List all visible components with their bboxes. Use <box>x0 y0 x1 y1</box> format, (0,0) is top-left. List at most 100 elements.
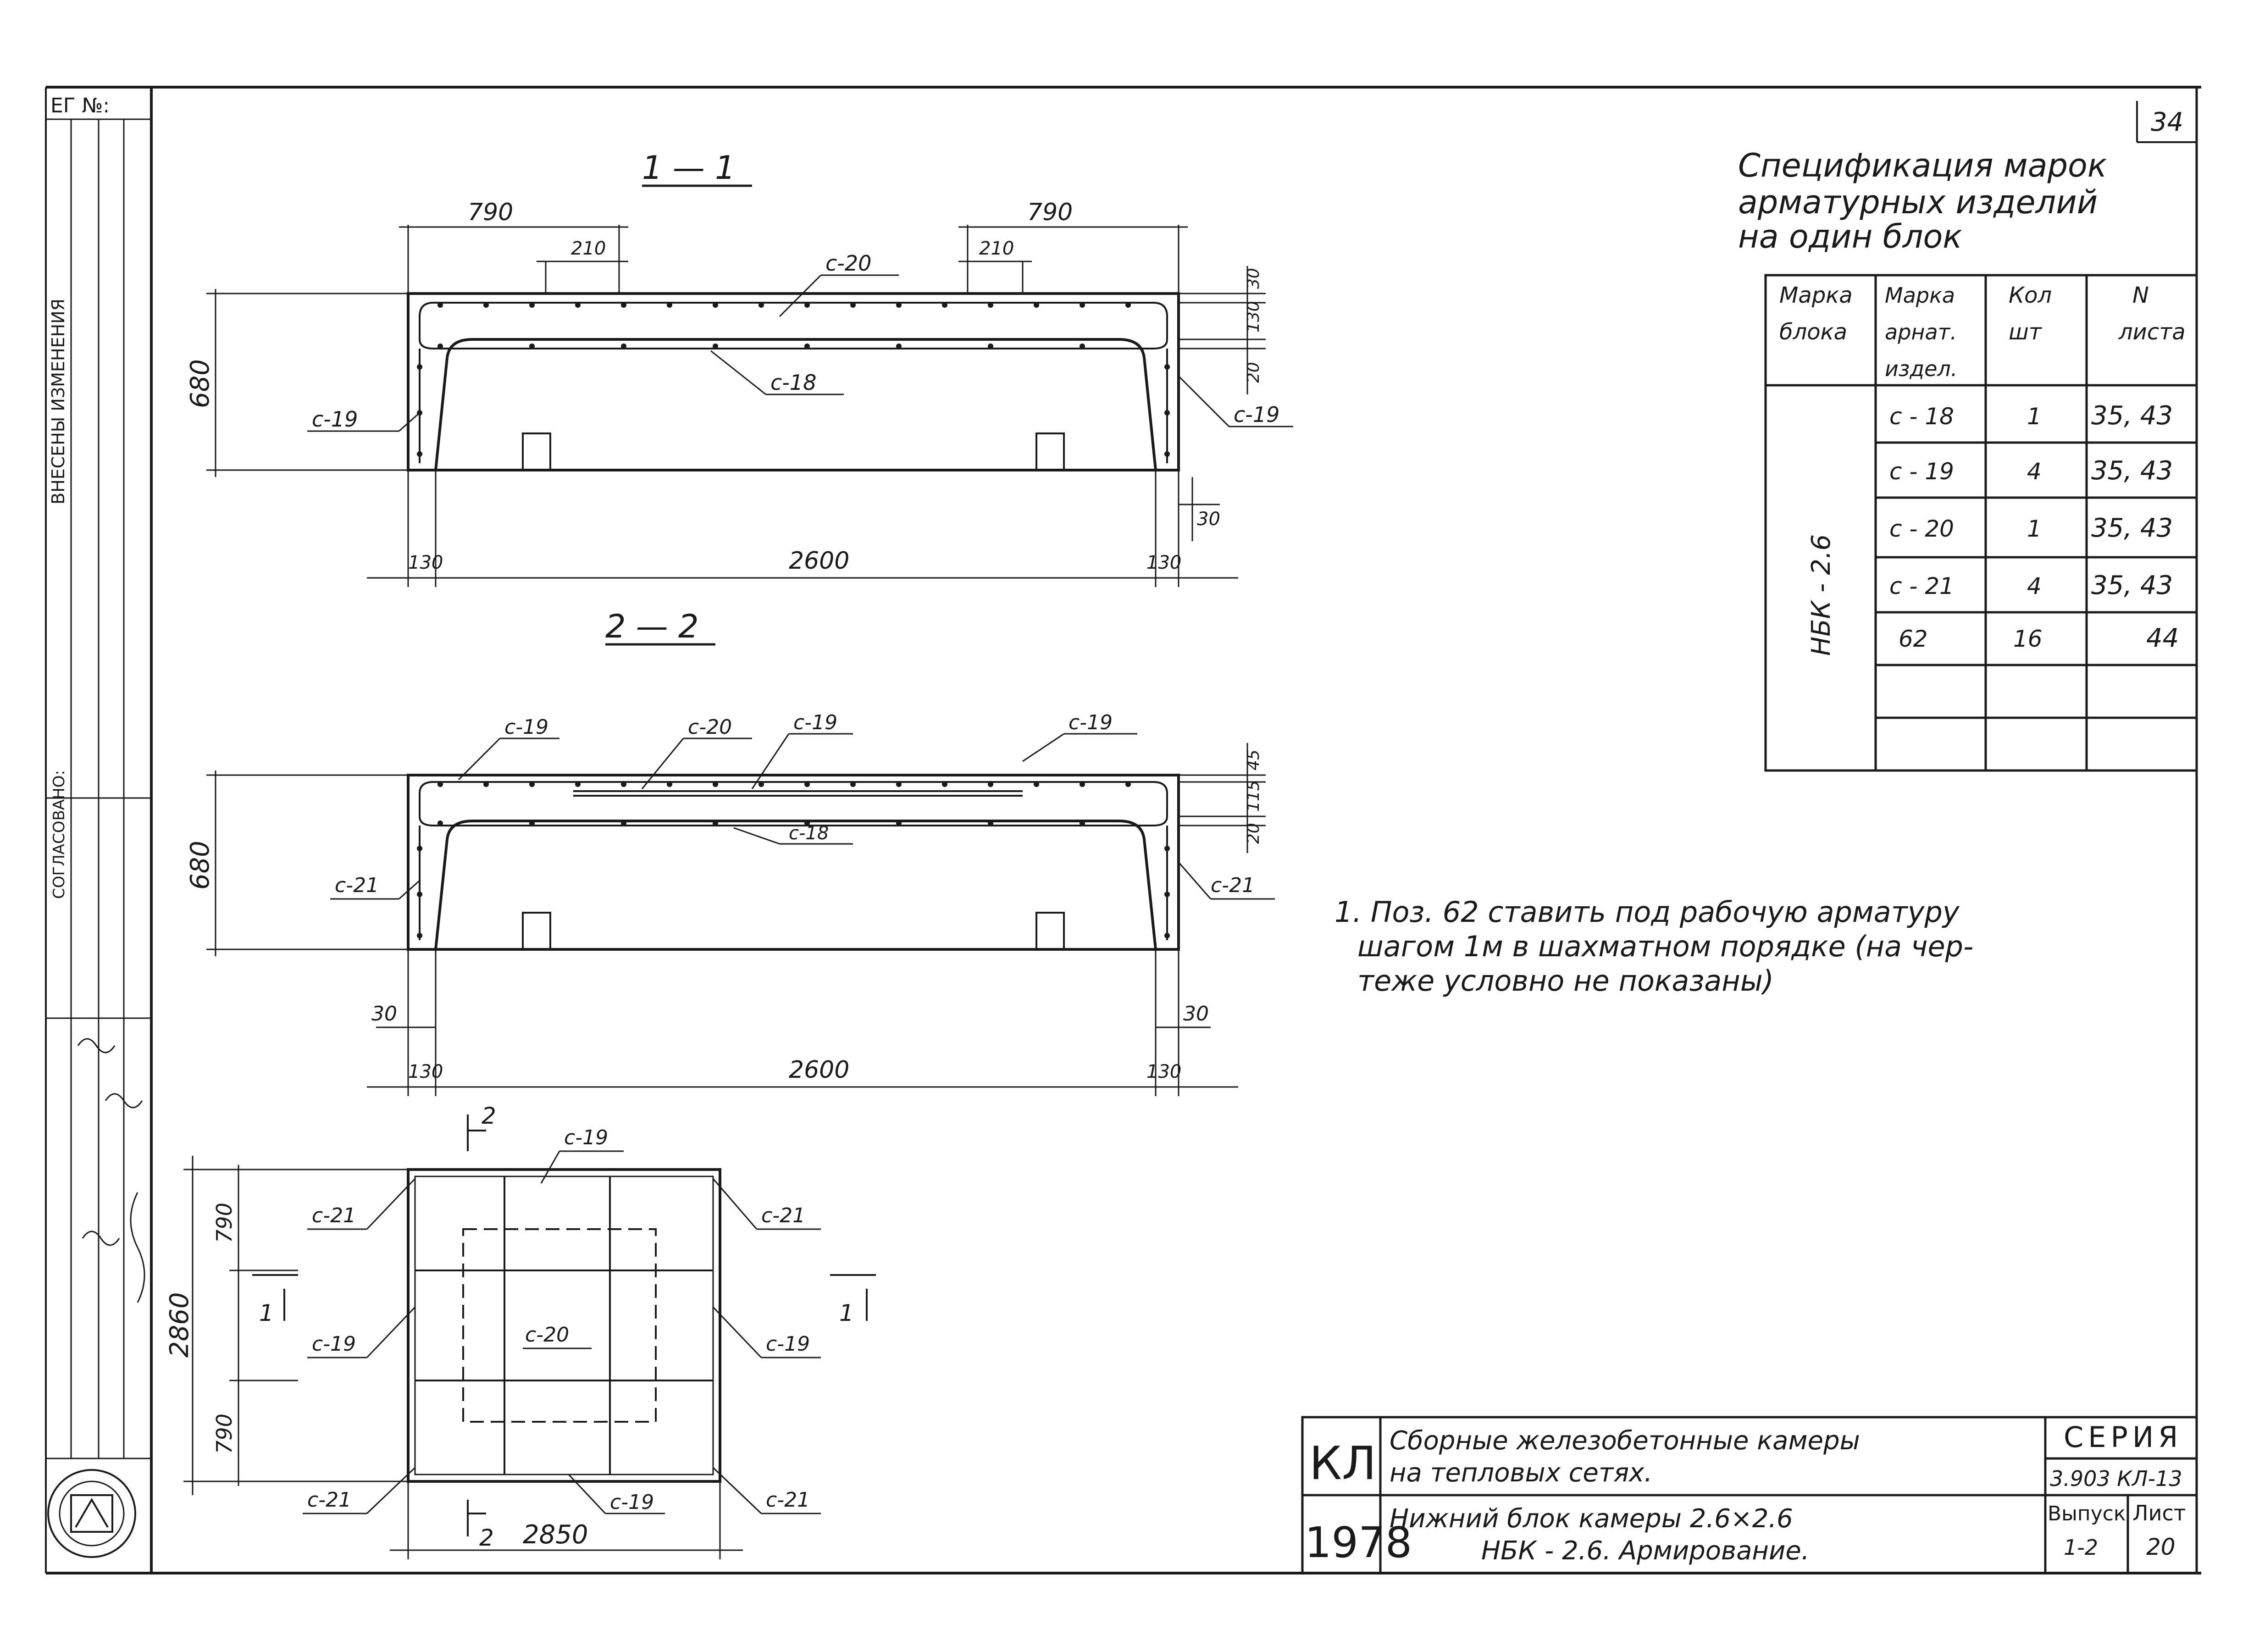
section-1-1-bar-dots <box>417 302 1170 457</box>
dim-30-top: 30 <box>1244 268 1263 289</box>
series-value: 3.903 КЛ-13 <box>2050 1466 2182 1491</box>
spec-row-c20: с - 20 1 35, 43 <box>1889 513 2173 543</box>
corner-sheet-number: 34 <box>2151 107 2183 137</box>
organization-seal <box>47 1469 136 1558</box>
label-c20: с-20 <box>825 251 871 276</box>
dim-30-bottom: 30 <box>1197 509 1220 530</box>
title-sheet-line1: Нижний блок камеры 2.6×2.6 <box>1390 1504 1793 1534</box>
plan-rebar-grid <box>415 1176 713 1475</box>
section-1-1: 1 — 1 <box>185 149 1293 587</box>
label-s22-c21-left: с-21 <box>335 874 379 897</box>
label-s22-c20: с-20 <box>688 715 732 739</box>
plan-leaders <box>303 1150 821 1514</box>
plan-label-c21-tr: с-21 <box>761 1204 805 1227</box>
spec-head-mark-3: издел. <box>1885 356 1957 381</box>
plan-label-c19-bottom: с-19 <box>610 1491 654 1514</box>
spec-block-mark: НБК - 2.6 <box>1806 534 1836 656</box>
handwritten-signatures <box>77 1038 145 1303</box>
section-1-1-top-dims <box>399 225 1188 294</box>
cut-2-bottom: 2 <box>479 1524 494 1551</box>
dim-130-left-s22: 130 <box>408 1061 443 1082</box>
title-block: КЛ 1978 Сборные железобетонные камеры на… <box>1301 1416 2198 1574</box>
dim-20-s22: 20 <box>1244 823 1263 844</box>
plan-label-c20: с-20 <box>525 1323 569 1347</box>
note-line1: 1. Поз. 62 ставить под рабочую арматуру <box>1334 895 1960 929</box>
dim-790-plan-top: 790 <box>212 1203 237 1243</box>
section-2-2: 2 — 2 <box>185 608 1275 1096</box>
dim-130-right-s22: 130 <box>1146 1061 1181 1082</box>
section-1-1-height-dim <box>206 289 408 477</box>
spec-head-sheet-1: N <box>2132 283 2149 308</box>
spec-row-mark: с - 20 <box>1889 516 1954 542</box>
label-s22-c19-b: с-19 <box>793 711 837 734</box>
left-stamp-strip: ЕГ №: ВНЕСЕНЫ ИЗМЕНЕНИЯ СОГЛАСОВАНО: <box>45 87 151 1573</box>
cut-1-left: 1 <box>259 1300 274 1326</box>
title-name-line1: Сборные железобетонные камеры <box>1390 1426 1860 1456</box>
section-1-1-pocket-right <box>1035 432 1065 471</box>
cut-2-top: 2 <box>482 1103 496 1129</box>
plan-view: 2 2 1 1 2860 790 790 2850 <box>165 1103 876 1559</box>
issue-value: 1-2 <box>2064 1535 2098 1560</box>
plan-label-c19-left: с-19 <box>312 1332 356 1356</box>
issue-label: Выпуск <box>2048 1502 2126 1525</box>
dim-20: 20 <box>1244 362 1263 383</box>
label-c19-right: с-19 <box>1234 402 1279 427</box>
spec-row-qty: 4 <box>2027 573 2042 599</box>
title-year: 1978 <box>1305 1518 1412 1567</box>
dim-130-right: 130 <box>1244 301 1263 333</box>
section-2-2-leaders <box>330 733 1275 900</box>
spec-head-sheet-2: листа <box>2118 319 2186 345</box>
section-2-2-height-dim <box>206 743 1266 956</box>
sheet-value: 20 <box>2146 1534 2176 1560</box>
spec-row-62: 62 16 44 <box>1899 623 2179 653</box>
spec-head-mark-1: Марка <box>1885 283 1955 308</box>
label-s22-c19-a: с-19 <box>504 715 548 739</box>
section-2-2-bar-dots <box>417 782 1170 938</box>
spec-row-qty: 16 <box>2013 626 2043 652</box>
stamp-reg-number: ЕГ №: <box>50 94 110 117</box>
series-label: СЕРИЯ <box>2064 1420 2182 1454</box>
spec-title-line3: на один блок <box>1738 218 1962 255</box>
section-2-2-pocket-left <box>522 912 551 950</box>
spec-row-c19: с - 19 4 35, 43 <box>1889 456 2173 486</box>
cut-1-right: 1 <box>839 1300 854 1326</box>
dim-130-left: 130 <box>408 552 443 573</box>
dim-680-s22: 680 <box>185 841 215 890</box>
spec-title-line1: Спецификация марок <box>1738 147 2107 184</box>
dim-30-left-s22: 30 <box>371 1002 397 1026</box>
dim-790-right: 790 <box>1027 199 1073 226</box>
spec-head-qty-1: Кол <box>2009 283 2052 308</box>
spec-row-qty: 1 <box>2027 403 2042 430</box>
spec-title-line2: арматурных изделий <box>1738 183 2098 221</box>
note-line3: теже условно не показаны) <box>1357 964 1774 998</box>
spec-row-qty: 1 <box>2027 516 2042 542</box>
plan-label-c19-top: с-19 <box>564 1126 608 1149</box>
spec-row-sheet: 35, 43 <box>2091 401 2173 431</box>
spec-row-mark: с - 18 <box>1889 403 1954 430</box>
dim-2860: 2860 <box>165 1292 194 1358</box>
dim-2600-s22: 2600 <box>789 1056 849 1084</box>
label-s22-c21-right: с-21 <box>1211 874 1255 897</box>
spec-head-qty-2: шт <box>2009 319 2043 345</box>
section-1-1-right-dims <box>1179 266 1266 541</box>
dim-45: 45 <box>1244 749 1263 771</box>
dim-30-right-s22: 30 <box>1183 1002 1209 1026</box>
label-c18: с-18 <box>770 370 816 395</box>
dim-2850: 2850 <box>523 1520 588 1550</box>
spec-head-block-1: Марка <box>1779 283 1853 308</box>
plan-outline <box>407 1168 721 1483</box>
title-name-line2: на тепловых сетях. <box>1390 1458 1652 1488</box>
title-sheet-line2: НБК - 2.6. Армирование. <box>1481 1536 1810 1566</box>
dim-130-right-bottom: 130 <box>1146 552 1181 573</box>
spec-row-qty: 4 <box>2027 458 2042 485</box>
sheet-frame: 34 <box>46 86 2201 1574</box>
spec-row-c18: с - 18 1 35, 43 <box>1889 401 2173 431</box>
section-1-1-title: 1 — 1 <box>642 149 736 187</box>
spec-table-grid <box>1764 274 2198 772</box>
dim-790-plan-bottom: 790 <box>212 1414 237 1454</box>
spec-row-mark: с - 21 <box>1889 573 1954 599</box>
dim-115: 115 <box>1244 780 1263 812</box>
label-s22-c18: с-18 <box>789 823 829 844</box>
sheet-label: Лист <box>2132 1501 2186 1525</box>
